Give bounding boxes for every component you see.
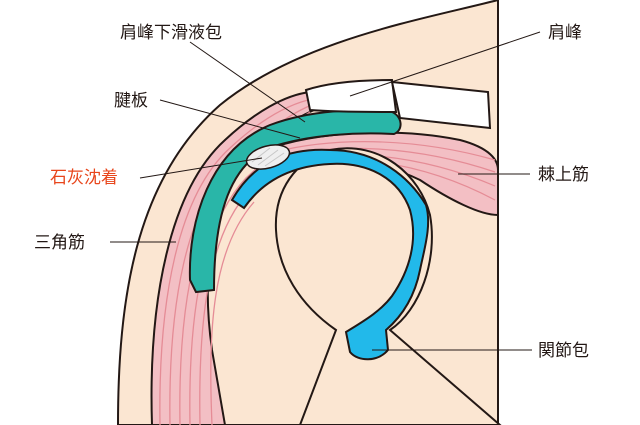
background-right: [498, 0, 640, 425]
label-calcific-deposit: 石灰沈着: [50, 168, 118, 188]
leader-subacromial-bursa: [189, 41, 306, 123]
subacromial-bursa: [188, 109, 402, 294]
label-acromion: 肩峰: [548, 23, 582, 43]
leader-tendon-plate: [159, 99, 301, 139]
label-tendon-plate: 腱板: [114, 91, 148, 111]
label-joint-capsule: 関節包: [538, 341, 589, 361]
leader-acromion: [349, 31, 541, 97]
label-supraspinatus: 棘上筋: [538, 165, 589, 185]
leader-calcific-deposit: [139, 157, 263, 179]
label-subacromial-bursa: 肩峰下滑液包: [120, 23, 222, 43]
label-deltoid: 三角筋: [34, 233, 85, 253]
clavicle-bone: [390, 80, 492, 130]
calcific-deposit-hatch: [251, 147, 285, 167]
joint-capsule: [230, 148, 430, 361]
